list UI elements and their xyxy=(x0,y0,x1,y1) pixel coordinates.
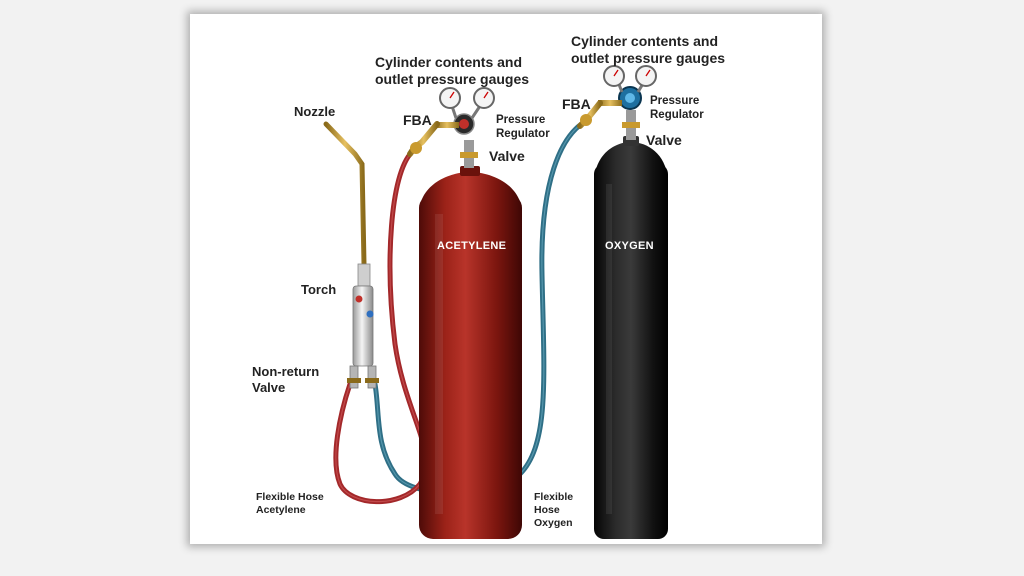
torch-label: Torch xyxy=(301,282,337,297)
flexible-hose-oxygen-label: Flexible Hose Oxygen xyxy=(534,491,574,529)
valve-label-right: Valve xyxy=(646,132,682,148)
gauges-label-left: Cylinder contents and outlet pressure ga… xyxy=(375,54,530,87)
equipment-illustration xyxy=(323,65,668,539)
valve-label-left: Valve xyxy=(489,148,525,164)
flexible-hose-acetylene-label: Flexible Hose Acetylene xyxy=(256,491,324,516)
pressure-regulator-label-right: Pressure Regulator xyxy=(650,95,704,121)
pressure-regulator-label-left: Pressure Regulator xyxy=(496,114,550,140)
non-return-valve-label: Non-return Valve xyxy=(252,364,320,395)
fba-label-right: FBA xyxy=(562,96,591,112)
oxygen-regulator-assembly xyxy=(577,65,657,140)
oxygen-cylinder-label: OXYGEN xyxy=(605,240,654,252)
acetylene-regulator-assembly xyxy=(407,87,495,168)
fba-label-left: FBA xyxy=(403,112,432,128)
nozzle-label: Nozzle xyxy=(294,104,336,119)
torch-assembly xyxy=(323,121,379,389)
diagram-card: ACETYLENE OXYGEN Cylinder contents and o… xyxy=(190,14,822,544)
acetylene-cylinder-label: ACETYLENE xyxy=(437,240,507,252)
gauges-label-right: Cylinder contents and outlet pressure ga… xyxy=(571,33,726,66)
oxygen-cylinder xyxy=(594,136,668,539)
acetylene-cylinder xyxy=(419,166,522,539)
